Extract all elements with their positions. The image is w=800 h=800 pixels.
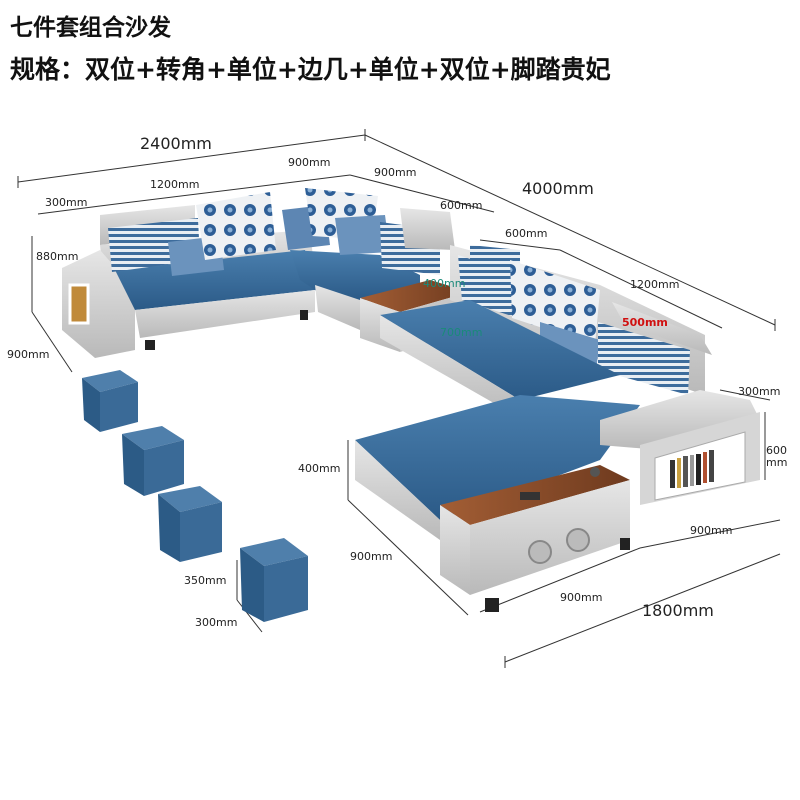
pillow-floral-1 [196,192,276,260]
svg-text:900mm: 900mm [560,591,602,604]
phone-icon [520,492,540,500]
svg-text:900mm: 900mm [690,524,732,537]
right-arm-top [600,390,760,450]
svg-text:900mm: 900mm [374,166,416,179]
svg-text:900mm: 900mm [350,550,392,563]
svg-text:400mm: 400mm [298,462,340,475]
svg-text:1200mm: 1200mm [630,278,679,291]
chaise-speaker-panel [470,480,630,595]
ottoman-3 [158,486,222,562]
ottoman-4 [240,538,308,622]
speaker-left-icon [528,540,552,564]
sofa-leg [485,598,499,612]
product-title: 七件套组合沙发 [10,15,171,41]
dim-overall-width: 2400mm [140,134,212,153]
right-seat [380,300,620,400]
speaker-right-icon [566,528,590,552]
left-armrest [62,250,135,358]
usb-port-icon [590,467,600,477]
svg-text:900mm: 900mm [7,348,49,361]
svg-text:300mm: 300mm [195,616,237,629]
svg-text:900mm: 900mm [288,156,330,169]
pillow-floral-3 [510,260,600,345]
side-table-top [360,280,470,312]
svg-text:700mm: 700mm [440,326,482,339]
dimension-lines [17,129,781,668]
left-seat [115,250,315,310]
svg-text:600: 600 [766,444,787,457]
pillow-stripe-right-2 [598,322,690,395]
right-headrest [612,302,712,355]
chaise-seat [355,395,640,520]
svg-text:300mm: 300mm [738,385,780,398]
ottoman-1 [82,370,138,432]
dim-overall-length: 4000mm [522,179,594,198]
svg-text:1200mm: 1200mm [150,178,199,191]
svg-text:mm: mm [766,456,787,469]
svg-text:600mm: 600mm [440,199,482,212]
product-spec: 规格：双位+转角+单位+边几+单位+双位+脚踏贵妃 [10,55,611,84]
svg-text:400mm: 400mm [423,277,465,290]
svg-text:880mm: 880mm [36,250,78,263]
svg-text:300mm: 300mm [45,196,87,209]
svg-text:350mm: 350mm [184,574,226,587]
svg-text:600mm: 600mm [505,227,547,240]
ottoman-2 [122,426,184,496]
dim-chaise-width: 1800mm [642,601,714,620]
books-icon [670,450,714,488]
dim-headrest: 500mm [622,316,668,329]
